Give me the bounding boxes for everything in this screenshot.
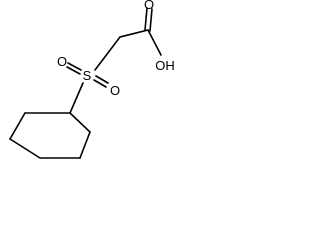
atom-carbonyl-oxygen: O (144, 0, 154, 12)
structure-canvas: O OH S O O (0, 0, 181, 185)
atom-sulfonyl-oxygen-upper: O (57, 54, 67, 69)
sulfonyl-upper-double-bond-line-2 (67, 62, 82, 71)
ring-bond-4 (9, 138, 41, 159)
carboxyl-c-oh-bond (147, 29, 162, 56)
sulfonyl-upper-double-bond-line-1 (66, 66, 81, 75)
sulfonyl-lower-double-bond-line-1 (93, 79, 107, 88)
ring-bond-2 (79, 131, 91, 159)
atom-sulfonyl-oxygen-lower: O (110, 83, 120, 98)
atom-sulfur: S (83, 68, 92, 83)
carboxyl-ch2-bond (119, 29, 149, 38)
sulfur-cyclohexyl-bond (69, 82, 84, 114)
carbonyl-double-bond-line-2 (149, 8, 153, 32)
sulfonyl-lower-double-bond-line-2 (95, 75, 109, 84)
structure-diagram: O OH S O O (9, 0, 175, 159)
ring-bond-5 (9, 112, 26, 140)
ring-bond-1 (69, 112, 91, 133)
carbonyl-double-bond-line-1 (144, 7, 148, 31)
atom-hydroxyl: OH (155, 58, 175, 73)
ch2-sulfur-bond (94, 36, 121, 71)
